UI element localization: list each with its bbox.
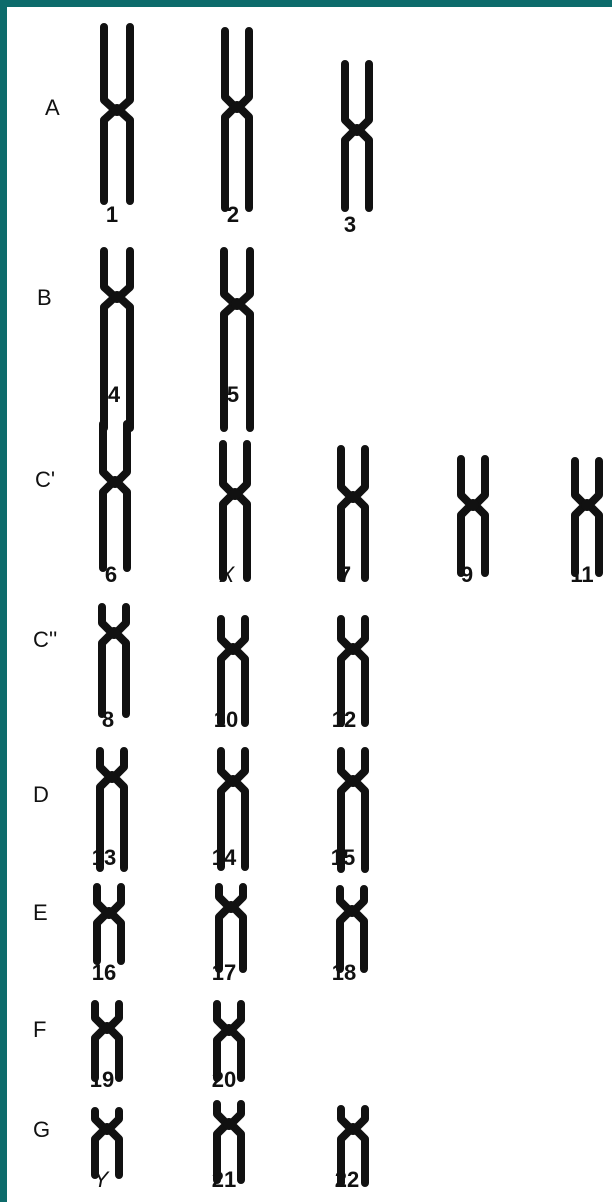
- chromatid-pair: [219, 440, 251, 582]
- centromere: [346, 905, 358, 917]
- centromere: [581, 499, 593, 511]
- chromatid-pair: [217, 615, 249, 727]
- chromatid-pair: [96, 747, 128, 872]
- centromere: [229, 488, 241, 500]
- chromosome-13: [96, 747, 128, 872]
- centromere: [231, 298, 243, 310]
- group-label-c-double-prime: C'': [33, 627, 58, 652]
- chromosome-10: [217, 615, 249, 727]
- centromere: [351, 124, 363, 136]
- centromere: [223, 1118, 235, 1130]
- centromere: [111, 291, 123, 303]
- centromere: [347, 775, 359, 787]
- karyotype-panel: A B C' C'' D E F G 1 2 3 4 5 6 X 7 9 11 …: [7, 7, 612, 1202]
- chromatid-pair: [99, 420, 131, 572]
- chromatid-pair: [457, 455, 489, 577]
- chromosome-label-5: 5: [226, 382, 240, 407]
- group-label-c-prime: C': [35, 467, 56, 492]
- group-label-f: F: [33, 1017, 47, 1042]
- chromosome-18: [336, 885, 368, 973]
- centromere: [106, 771, 118, 783]
- chromatid-pair: [337, 747, 369, 873]
- chromosome-12: [337, 615, 369, 727]
- chromosome-22: [337, 1105, 369, 1187]
- chromatid-pair: [91, 1107, 123, 1179]
- centromere: [109, 476, 121, 488]
- chromatid-pair: [217, 747, 249, 871]
- chromatid-pair: [100, 247, 134, 432]
- centromere: [225, 901, 237, 913]
- chromatid-pair: [220, 247, 254, 432]
- chromosome-19: [91, 1000, 123, 1082]
- chromatid-pair: [337, 615, 369, 727]
- chromosome-15: [337, 747, 369, 873]
- chromatid-pair: [337, 1105, 369, 1187]
- chromosome-label-4: 4: [107, 382, 121, 407]
- chromosome-2: [221, 27, 253, 212]
- chromatid-pair: [571, 457, 603, 577]
- chromosome-17: [215, 883, 247, 973]
- chromosome-x: [219, 440, 251, 582]
- centromere: [231, 101, 243, 113]
- centromere: [467, 499, 479, 511]
- chromatid-pair: [336, 885, 368, 973]
- chromosome-label-16: 16: [91, 960, 117, 985]
- chromosome-1: [100, 23, 134, 205]
- centromere: [111, 104, 123, 116]
- centromere: [227, 775, 239, 787]
- chromosome-9: [457, 455, 489, 577]
- chromosome-7: [337, 445, 369, 582]
- chromosome-label-6: 6: [104, 562, 118, 587]
- centromere: [347, 1123, 359, 1135]
- chromatid-pair: [93, 883, 125, 965]
- chromosome-6: [99, 420, 131, 572]
- centromere: [223, 1024, 235, 1036]
- chromosome-label-1: 1: [105, 202, 119, 227]
- centromere: [108, 627, 120, 639]
- centromere: [347, 491, 359, 503]
- chromosome-4: [100, 247, 134, 432]
- chromatid-pair: [337, 445, 369, 582]
- chromosome-5: [220, 247, 254, 432]
- chromatid-pair: [213, 1100, 245, 1184]
- chromosome-16: [93, 883, 125, 965]
- chromosome-y: [91, 1107, 123, 1179]
- chromosome-3: [341, 60, 373, 212]
- chromosome-label-2: 2: [226, 202, 240, 227]
- centromere: [101, 1123, 113, 1135]
- chromosome-label-3: 3: [343, 212, 357, 237]
- chromatid-pair: [213, 1000, 245, 1082]
- chromatid-pair: [215, 883, 247, 973]
- group-label-d: D: [33, 782, 49, 807]
- group-label-g: G: [33, 1117, 51, 1142]
- centromere: [227, 643, 239, 655]
- chromosome-8: [98, 603, 130, 718]
- group-label-a: A: [45, 95, 60, 120]
- chromosome-20: [213, 1000, 245, 1082]
- chromatid-pair: [221, 27, 253, 212]
- chromatid-pair: [91, 1000, 123, 1082]
- centromere: [347, 643, 359, 655]
- centromere: [101, 1022, 113, 1034]
- chromosome-21: [213, 1100, 245, 1184]
- group-label-b: B: [37, 285, 52, 310]
- chromatid-pair: [98, 603, 130, 718]
- group-label-e: E: [33, 900, 48, 925]
- chromosome-11: [571, 457, 603, 577]
- centromere: [103, 907, 115, 919]
- chromosome-14: [217, 747, 249, 871]
